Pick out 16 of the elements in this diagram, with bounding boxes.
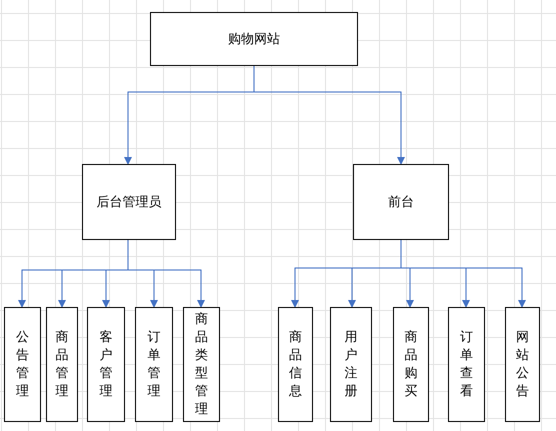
arrow <box>254 66 405 165</box>
process-box: 订单管理 <box>135 307 173 422</box>
process-box: 网站公告 <box>505 307 540 422</box>
process-box: 用户注册 <box>330 307 372 422</box>
process-box: 前台 <box>353 164 449 240</box>
process-box: 订单查看 <box>448 307 485 422</box>
process-box: 商品管理 <box>46 307 78 422</box>
arrow <box>400 240 526 308</box>
arrow <box>128 240 205 308</box>
process-box: 客户管理 <box>87 307 125 422</box>
process-box: 公告管理 <box>4 307 41 422</box>
process-box: 商品购买 <box>393 307 429 422</box>
process-box: 后台管理员 <box>82 164 176 240</box>
process-box: 购物网站 <box>150 12 358 66</box>
process-box: 商品信息 <box>278 307 313 422</box>
process-box: 商品类型管理 <box>183 307 220 422</box>
